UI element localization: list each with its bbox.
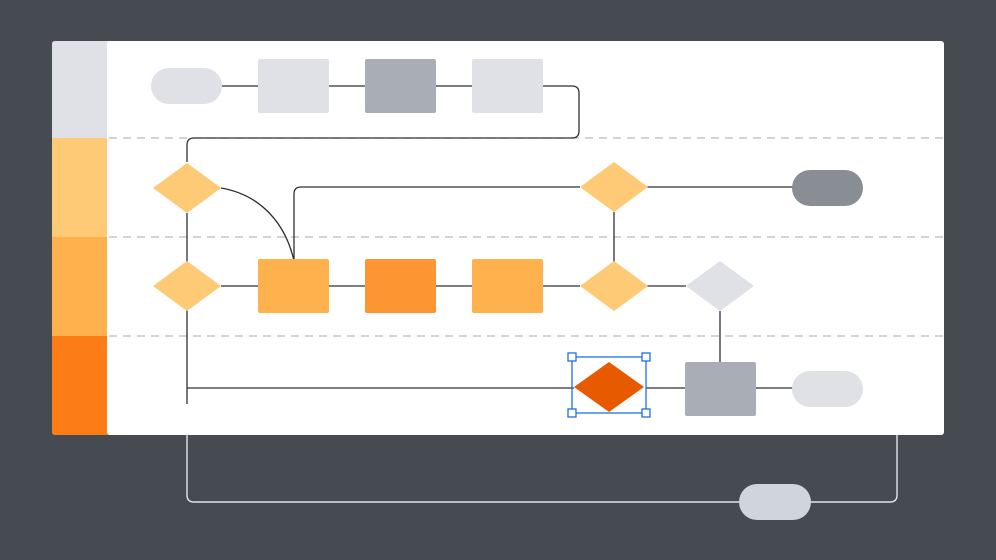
start-terminal[interactable] [151, 68, 222, 104]
decision-lane-3-gray[interactable] [686, 261, 754, 311]
process-lane-1-a[interactable] [258, 59, 329, 113]
connector-decision-arc[interactable] [220, 187, 295, 262]
process-lane-3-c[interactable] [472, 259, 543, 313]
connector-process-to-upper-decision[interactable] [293, 186, 580, 261]
lane-header-2[interactable] [52, 138, 109, 237]
resize-handle-bottom-right[interactable] [641, 408, 651, 418]
connector-lane1-to-lane2[interactable] [186, 85, 580, 162]
external-terminal[interactable] [739, 484, 811, 520]
lane-header-1[interactable] [52, 41, 109, 138]
resize-handle-bottom-left[interactable] [567, 408, 577, 418]
selection-outline [571, 356, 647, 414]
decision-lane-4-selected[interactable] [574, 362, 644, 412]
decision-lane-2-a[interactable] [153, 163, 221, 213]
resize-handle-top-left[interactable] [567, 352, 577, 362]
connectors [186, 85, 793, 404]
process-lane-1-b[interactable] [365, 59, 436, 113]
end-terminal[interactable] [792, 170, 863, 206]
terminal-lane-4[interactable] [792, 371, 863, 407]
process-lane-4[interactable] [685, 362, 756, 416]
resize-handle-top-right[interactable] [641, 352, 651, 362]
process-lane-3-b[interactable] [365, 259, 436, 313]
diagram-canvas[interactable] [107, 41, 944, 435]
process-lane-1-c[interactable] [472, 59, 543, 113]
external-loop-connector [186, 430, 898, 503]
lane-header-strip [52, 41, 109, 435]
process-lane-3-a[interactable] [258, 259, 329, 313]
lane-header-4[interactable] [52, 336, 109, 435]
selection-box [567, 352, 651, 418]
decision-lane-2-b[interactable] [580, 162, 648, 212]
decision-lane-3-a[interactable] [153, 261, 221, 311]
lane-header-3[interactable] [52, 237, 109, 336]
decision-lane-3-b[interactable] [580, 261, 648, 311]
